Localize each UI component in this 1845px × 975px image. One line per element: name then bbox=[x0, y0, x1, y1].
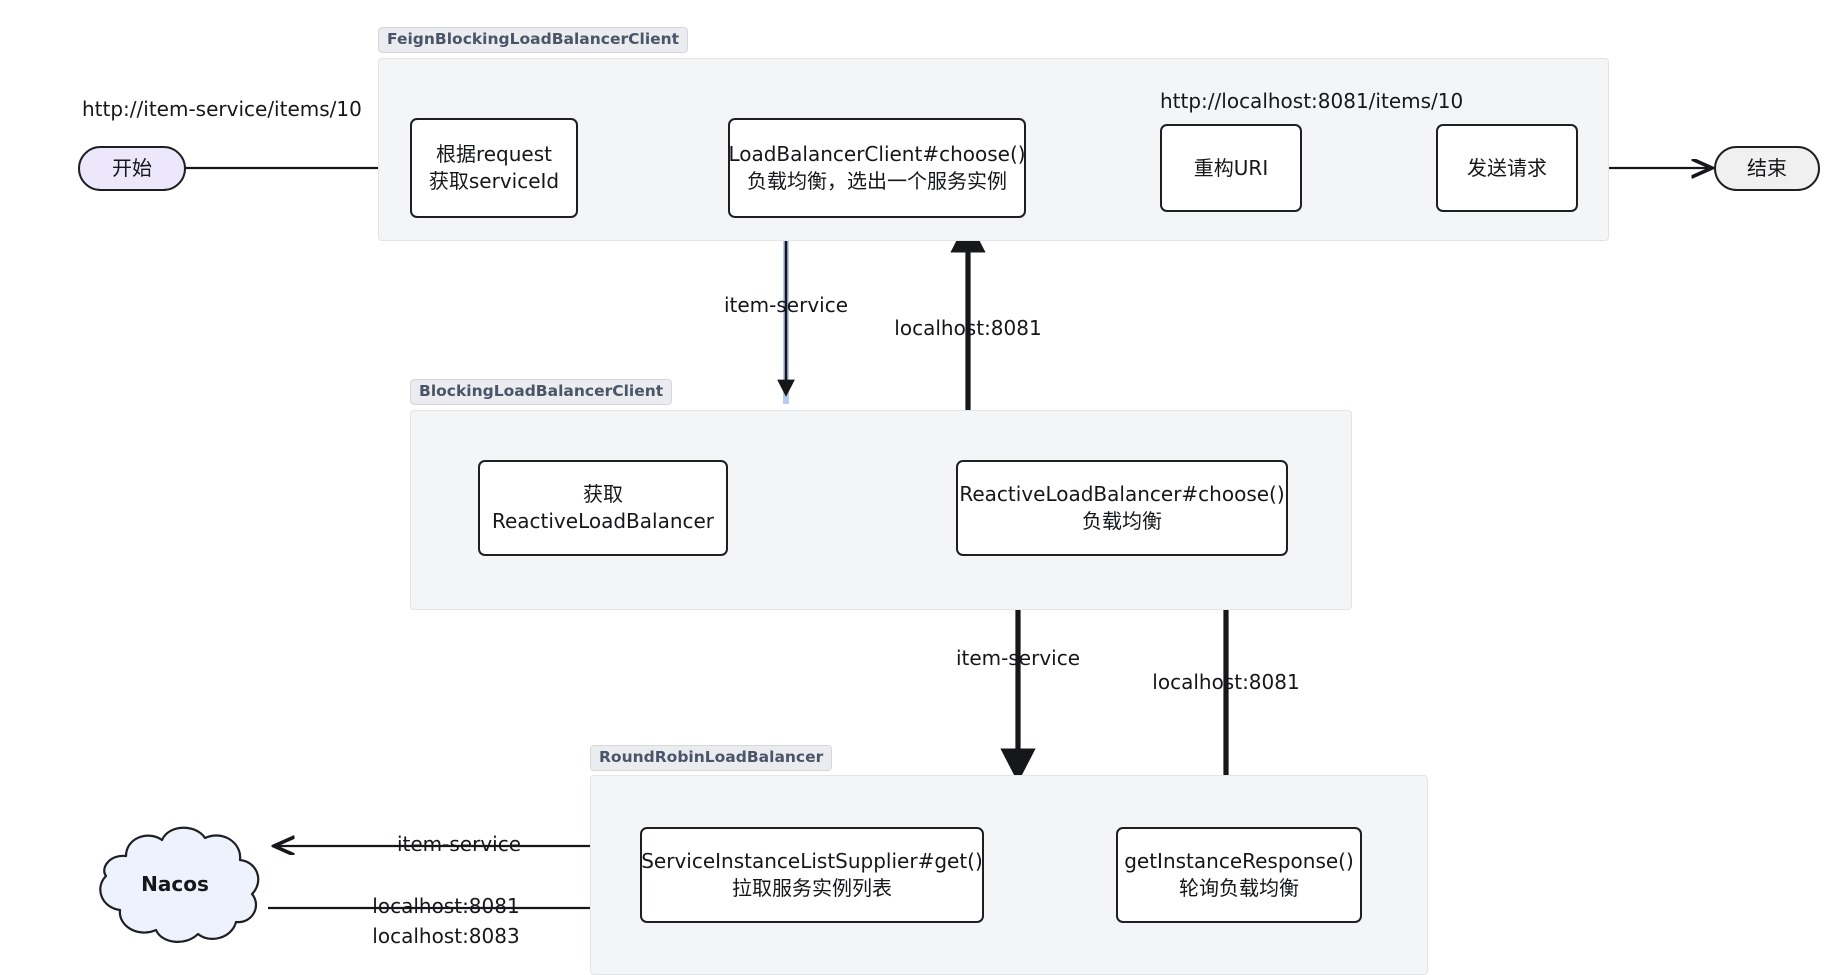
cloud-icon bbox=[99, 826, 260, 943]
edge-label-nacos-in-line1: localhost:8081 bbox=[372, 894, 520, 918]
group-label-blocking: BlockingLoadBalancerClient bbox=[410, 379, 673, 406]
annotation-resolved-url: http://localhost:8081/items/10 bbox=[1160, 89, 1464, 113]
node-nacos[interactable]: Nacos bbox=[74, 818, 276, 950]
edge-label-feign-down: item-service bbox=[723, 293, 849, 317]
nacos-label: Nacos bbox=[141, 872, 209, 896]
node-get-instance-response[interactable]: getInstanceResponse() 轮询负载均衡 bbox=[1116, 827, 1362, 923]
node-service-instance-list-supplier-get[interactable]: ServiceInstanceListSupplier#get() 拉取服务实例… bbox=[640, 827, 984, 923]
edge-label-nacos-in-line2: localhost:8083 bbox=[372, 924, 520, 948]
node-reactive-load-balancer-choose[interactable]: ReactiveLoadBalancer#choose() 负载均衡 bbox=[956, 460, 1288, 556]
edge-label-blocking-up: localhost:8081 bbox=[1152, 670, 1300, 694]
group-label-feign: FeignBlockingLoadBalancerClient bbox=[378, 27, 689, 54]
node-get-reactive-load-balancer[interactable]: 获取 ReactiveLoadBalancer bbox=[478, 460, 728, 556]
edge-label-nacos-out: item-service bbox=[396, 832, 522, 856]
annotation-request-url: http://item-service/items/10 bbox=[82, 97, 362, 121]
node-end[interactable]: 结束 bbox=[1714, 146, 1820, 191]
node-start[interactable]: 开始 bbox=[78, 146, 186, 191]
edge-label-feign-up: localhost:8081 bbox=[894, 316, 1042, 340]
node-get-service-id[interactable]: 根据request 获取serviceId bbox=[410, 118, 578, 218]
group-label-roundrobin: RoundRobinLoadBalancer bbox=[590, 745, 833, 772]
node-send-request[interactable]: 发送请求 bbox=[1436, 124, 1578, 212]
node-rebuild-uri[interactable]: 重构URI bbox=[1160, 124, 1302, 212]
edge-label-blocking-down: item-service bbox=[955, 646, 1081, 670]
node-load-balancer-client-choose[interactable]: LoadBalancerClient#choose() 负载均衡，选出一个服务实… bbox=[728, 118, 1026, 218]
